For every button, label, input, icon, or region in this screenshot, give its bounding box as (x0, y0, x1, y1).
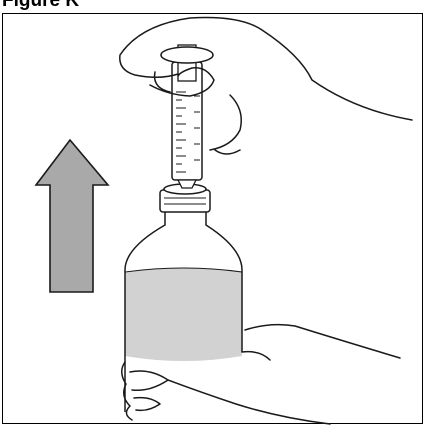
oral-syringe-icon (161, 45, 213, 188)
bottle-liquid (125, 268, 242, 361)
syringe-tip (178, 180, 196, 188)
up-arrow-icon (36, 140, 108, 292)
syringe-flange (161, 47, 213, 63)
upper-hand-drawing (120, 18, 412, 155)
medicine-bottle-icon (125, 184, 242, 412)
